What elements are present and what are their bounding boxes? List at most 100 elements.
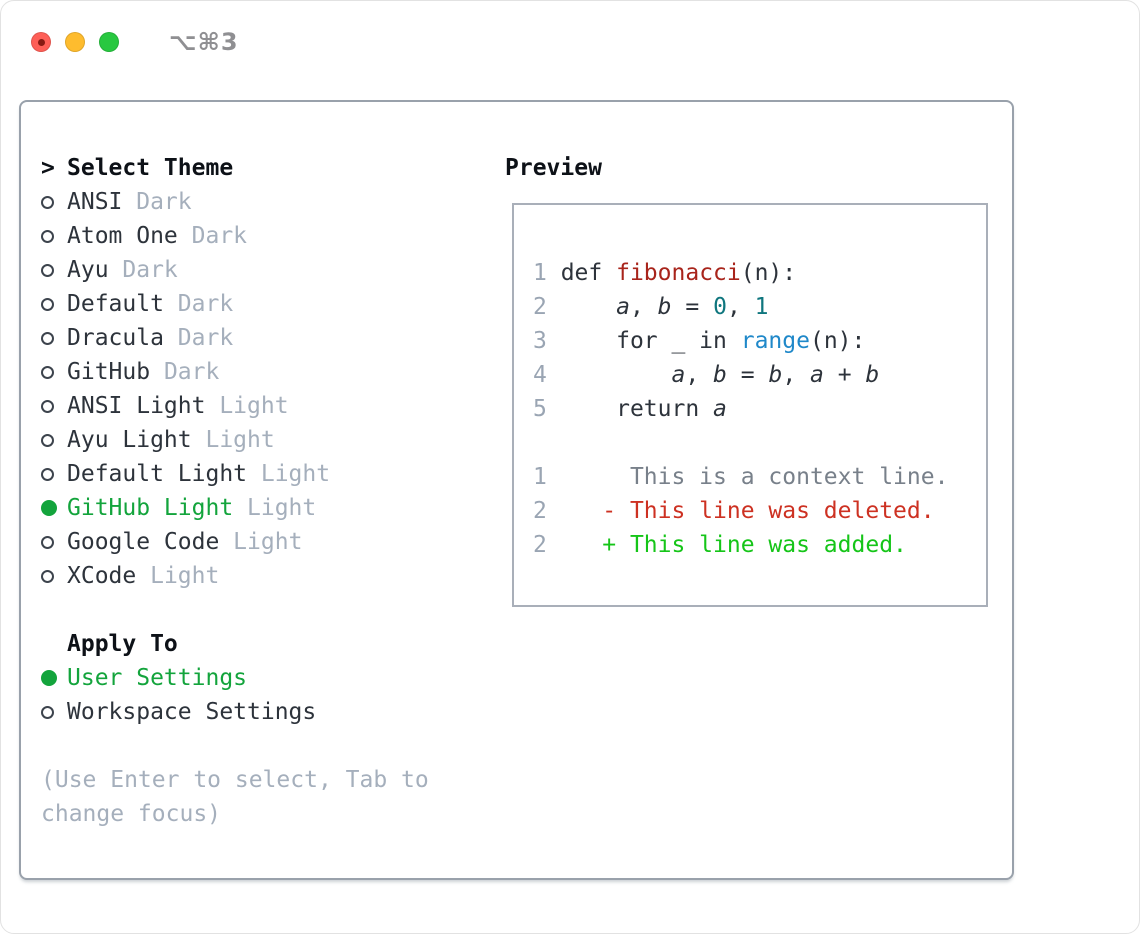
theme-list-header-row: > Select Theme: [41, 151, 503, 185]
window-title: ⌥⌘3: [169, 28, 239, 56]
theme-option-default[interactable]: Default Dark: [41, 287, 503, 321]
theme-variant-tag: Dark: [150, 359, 220, 385]
code-token: [547, 362, 672, 388]
theme-variant-tag: Dark: [177, 223, 248, 249]
theme-name: Google Code: [67, 529, 220, 555]
preview-header: Preview: [505, 155, 602, 181]
code-token: b: [657, 294, 672, 320]
close-button[interactable]: [31, 32, 51, 52]
radio-unselected-icon: [41, 535, 67, 549]
radio-unselected-icon: [41, 263, 67, 277]
radio-unselected-icon: [41, 365, 67, 379]
theme-option-ayu[interactable]: Ayu Dark: [41, 253, 503, 287]
diff-line: 2 - This line was deleted.: [533, 494, 986, 528]
theme-option-xcode[interactable]: XCode Light: [41, 559, 503, 593]
theme-name: Atom One: [67, 223, 178, 249]
diff-line: 1 This is a context line.: [533, 460, 986, 494]
code-token: This is a context line.: [546, 464, 949, 490]
code-token: +: [823, 362, 866, 388]
code-token: a: [810, 362, 824, 388]
radio-unselected-icon: [41, 399, 67, 413]
diff-line: 2 + This line was added.: [533, 528, 986, 562]
code-token: b: [713, 362, 727, 388]
line-number: 2: [533, 498, 547, 524]
code-token: [547, 294, 616, 320]
theme-variant-tag: Light: [233, 495, 317, 521]
line-number: 5: [533, 396, 547, 422]
line-number: 4: [533, 362, 547, 388]
theme-option-dracula[interactable]: Dracula Dark: [41, 321, 503, 355]
preview-header-row: Preview: [505, 151, 602, 185]
apply-to-header: Apply To: [67, 631, 178, 657]
theme-variant-tag: Dark: [163, 291, 234, 317]
code-token: b: [768, 362, 783, 388]
code-token: (n):: [740, 260, 797, 286]
code-token: =: [726, 362, 769, 388]
theme-option-atom-one[interactable]: Atom One Dark: [41, 219, 503, 253]
radio-unselected-icon: [41, 331, 67, 345]
code-line: 4 a, b = b, a + b: [533, 358, 986, 392]
code-token: 0: [713, 294, 727, 320]
theme-name: Default: [67, 291, 164, 317]
radio-unselected-icon: [41, 433, 67, 447]
theme-variant-tag: Light: [247, 461, 331, 487]
code-line: 3 for _ in range(n):: [533, 324, 986, 358]
theme-option-ayu-light[interactable]: Ayu Light Light: [41, 423, 503, 457]
code-token: [547, 498, 602, 524]
code-token: ,: [629, 294, 658, 320]
code-token: def: [546, 260, 617, 286]
code-token: return: [546, 396, 714, 422]
theme-name: Ayu Light: [67, 427, 192, 453]
theme-variant-tag: Dark: [108, 257, 178, 283]
code-token: [547, 532, 602, 558]
theme-variant-tag: Light: [136, 563, 220, 589]
theme-option-github[interactable]: GitHub Dark: [41, 355, 503, 389]
code-token: ,: [726, 294, 755, 320]
radio-unselected-icon: [41, 569, 67, 583]
code-token: range: [740, 328, 810, 354]
theme-name: GitHub Light: [67, 495, 234, 521]
apply-option-workspace-settings[interactable]: Workspace Settings: [41, 695, 503, 729]
code-token: (n):: [809, 328, 866, 354]
code-token: a: [713, 396, 727, 422]
theme-option-github-light[interactable]: GitHub Light Light: [41, 491, 503, 525]
help-hint: (Use Enter to select, Tab to change focu…: [41, 767, 429, 827]
theme-option-default-light[interactable]: Default Light Light: [41, 457, 503, 491]
theme-option-google-code[interactable]: Google Code Light: [41, 525, 503, 559]
theme-variant-tag: Dark: [122, 189, 192, 215]
radio-unselected-icon: [41, 229, 67, 243]
radio-unselected-icon: [41, 467, 67, 481]
line-number: 1: [533, 260, 547, 286]
code-line: 1 def fibonacci(n):: [533, 256, 986, 290]
zoom-button[interactable]: [99, 32, 119, 52]
code-token: + This line was added.: [602, 532, 907, 558]
code-line: 2 a, b = 0, 1: [533, 290, 986, 324]
theme-name: Default Light: [67, 461, 248, 487]
theme-name: ANSI Light: [67, 393, 206, 419]
code-token: a: [616, 294, 630, 320]
code-token: fibonacci: [616, 260, 741, 286]
theme-variant-tag: Light: [191, 427, 275, 453]
theme-option-ansi[interactable]: ANSI Dark: [41, 185, 503, 219]
code-token: ,: [782, 362, 811, 388]
theme-variant-tag: Dark: [163, 325, 234, 351]
theme-name: ANSI: [67, 189, 123, 215]
theme-variant-tag: Light: [205, 393, 289, 419]
theme-list-header: Select Theme: [67, 155, 234, 181]
minimize-button[interactable]: [65, 32, 85, 52]
code-token: - This line was deleted.: [602, 498, 935, 524]
line-number: 1: [533, 464, 547, 490]
apply-option-label: User Settings: [67, 665, 248, 691]
apply-option-label: Workspace Settings: [67, 699, 317, 725]
radio-selected-icon: [41, 500, 67, 516]
line-number: 2: [533, 532, 547, 558]
apply-option-user-settings[interactable]: User Settings: [41, 661, 503, 695]
code-line: 5 return a: [533, 392, 986, 426]
theme-name: GitHub: [67, 359, 151, 385]
titlebar: ⌥⌘3: [31, 28, 239, 56]
theme-option-ansi-light[interactable]: ANSI Light Light: [41, 389, 503, 423]
code-token: for _ in: [546, 328, 741, 354]
